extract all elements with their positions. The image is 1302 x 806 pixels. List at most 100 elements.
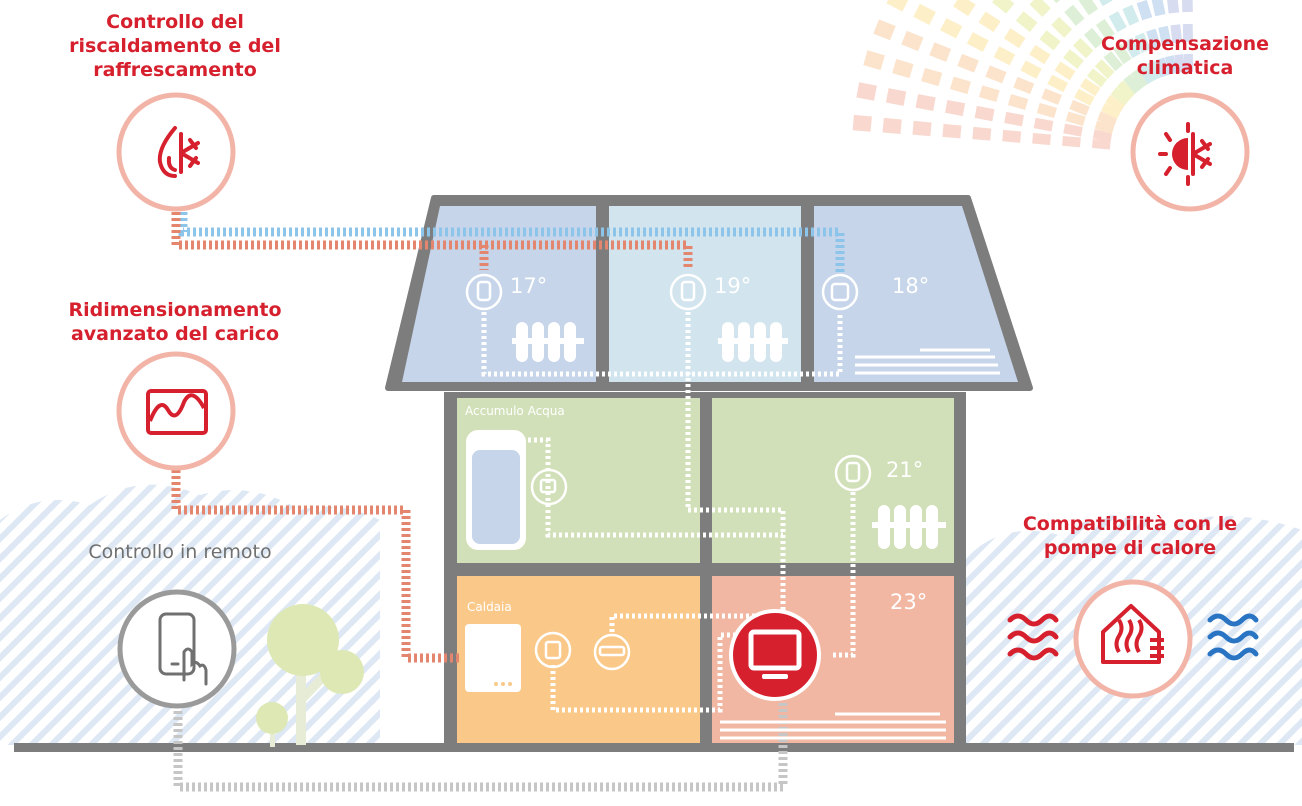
- ray-segment: [1073, 38, 1094, 59]
- ray-segment: [1130, 68, 1149, 89]
- ray-segment: [1041, 88, 1062, 105]
- load-shedding-badge: [116, 351, 236, 471]
- ray-segment: [1069, 99, 1090, 116]
- room-label-boiler: Caldaia: [467, 600, 512, 614]
- hot-water-controller-icon: [530, 468, 568, 506]
- label-line: raffrescamento: [93, 59, 257, 81]
- ray-segment: [1123, 37, 1141, 59]
- ray-segment: [940, 17, 963, 39]
- temp-attic-right: 18°: [892, 274, 930, 298]
- ray-segment: [901, 30, 924, 52]
- ray-segment: [1063, 49, 1084, 69]
- ray-segment: [978, 11, 1001, 33]
- feature-load-shedding-label: Ridimensionamento avanzato del carico: [40, 298, 310, 346]
- heating-cooling-badge: [116, 92, 236, 212]
- ray-segment: [957, 53, 979, 73]
- ray-segment: [972, 126, 992, 141]
- boiler: [465, 624, 521, 692]
- ray-segment: [863, 50, 885, 71]
- ray-segment: [852, 114, 872, 132]
- underfloor-heating: [720, 348, 1000, 740]
- boiler-controller-icon: [534, 631, 572, 669]
- ray-segment: [1113, 43, 1132, 65]
- water-tank: [466, 430, 526, 550]
- ray-segment: [915, 94, 936, 111]
- feature-weather-label: Compensazione climatica: [1060, 32, 1302, 80]
- label-line: riscaldamento e del: [69, 35, 281, 57]
- ray-segment: [913, 3, 936, 26]
- ray-segment: [892, 59, 914, 79]
- heat-pump-badge: [1007, 579, 1259, 699]
- weather-badge: [1130, 92, 1250, 212]
- ray-segment: [1167, 0, 1180, 14]
- ray-segment: [1086, 68, 1108, 88]
- ray-segment: [1033, 117, 1054, 132]
- ray-segment: [1108, 11, 1127, 33]
- ray-segment: [974, 105, 995, 122]
- thermostat-middle-right-icon: [834, 454, 872, 492]
- ray-segment: [912, 120, 932, 137]
- ray-segment: [1100, 102, 1122, 120]
- smartphone-touch-icon: [158, 612, 208, 686]
- room-label-water-storage: Accumulo Acqua: [465, 404, 565, 418]
- ray-segment: [1097, 111, 1118, 127]
- ray-segment: [1004, 111, 1024, 127]
- ray-segment: [1155, 57, 1170, 78]
- ray-segment: [1036, 102, 1058, 119]
- ray-segment: [950, 76, 971, 95]
- label-line: climatica: [1136, 57, 1234, 79]
- ray-segment: [1146, 60, 1163, 81]
- central-hub-icon: [729, 609, 821, 701]
- ray-segment: [886, 0, 909, 12]
- ray-segment: [1063, 123, 1083, 137]
- ray-segment: [1105, 94, 1126, 113]
- ray-segment: [1062, 135, 1081, 148]
- ray-segment: [856, 82, 877, 101]
- heat-pump-house-icon: [1101, 604, 1164, 664]
- ray-segment: [1091, 138, 1111, 150]
- label-line: Ridimensionamento: [68, 299, 282, 321]
- thermostat-attic-left-icon: [465, 273, 503, 311]
- ray-segment: [1079, 78, 1101, 97]
- feature-heat-pump-label: Compatibilità con le pompe di calore: [1000, 512, 1260, 560]
- ray-segment: [1007, 94, 1029, 111]
- ray-segment: [1110, 87, 1131, 106]
- thermostat-attic-center-icon: [669, 273, 707, 311]
- weather-rays: [852, 0, 1194, 150]
- feature-remote-label: Controllo in remoto: [88, 541, 272, 563]
- ray-segment: [1146, 28, 1162, 49]
- heat-wave-red-icon: [1007, 613, 1059, 661]
- ray-segment: [882, 117, 902, 134]
- label-line: avanzato del carico: [70, 323, 280, 345]
- radiator-middle-right: [872, 505, 946, 549]
- ray-segment: [945, 99, 966, 117]
- ray-segment: [1164, 55, 1178, 75]
- ray-segment: [942, 123, 962, 139]
- ray-segment: [1174, 54, 1186, 74]
- feature-heating-cooling-label: Controllo del riscaldamento e del raffre…: [40, 10, 310, 82]
- ray-segment: [1134, 32, 1151, 53]
- ray-segment: [1138, 64, 1156, 85]
- thermostats: [465, 273, 872, 671]
- ray-segment: [1039, 30, 1061, 51]
- ray-segment: [1015, 11, 1038, 32]
- ray-segment: [1122, 4, 1140, 26]
- ray-segment: [873, 19, 896, 41]
- radiators: [512, 322, 946, 549]
- ray-segment: [921, 67, 943, 87]
- cold-wave-blue-icon: [1207, 613, 1259, 661]
- ray-segment: [1032, 132, 1051, 146]
- remote-control-badge: [117, 589, 237, 709]
- radiator-attic-center: [718, 322, 788, 362]
- ray-segment: [1116, 80, 1136, 100]
- ray-segment: [1002, 129, 1022, 143]
- ray-segment: [1065, 111, 1086, 127]
- ray-segment: [1083, 27, 1104, 49]
- ray-segment: [1013, 76, 1035, 95]
- ray-segment: [1003, 28, 1026, 49]
- ray-segment: [1170, 24, 1183, 44]
- ray-segment: [1095, 18, 1115, 40]
- ray-segment: [1094, 120, 1115, 135]
- label-line: Controllo del: [106, 11, 244, 33]
- temp-middle-right: 21°: [886, 458, 924, 482]
